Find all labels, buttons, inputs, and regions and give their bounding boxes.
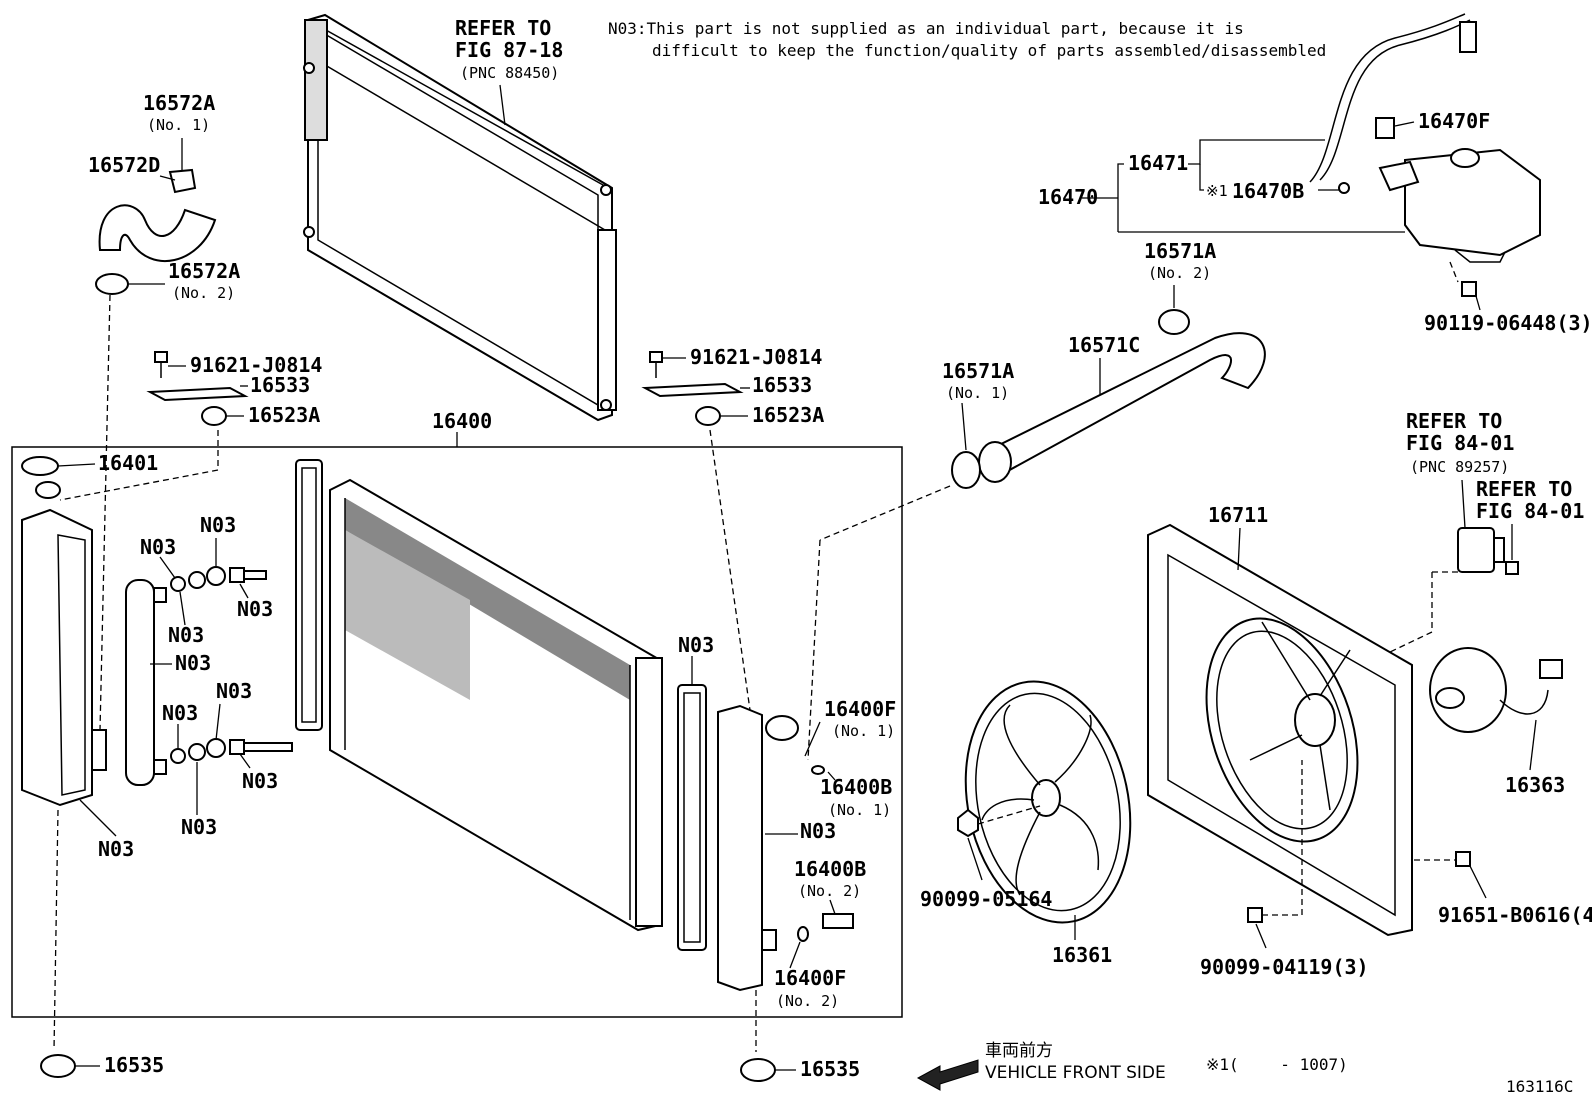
cushion-16535-right bbox=[740, 1058, 776, 1082]
label-n03-6: N03 bbox=[216, 679, 252, 703]
bracket-right bbox=[641, 351, 744, 426]
label-16523a-right: 16523A bbox=[752, 403, 824, 427]
ref-condenser-line3: (PNC 88450) bbox=[460, 64, 559, 82]
inner-pipe bbox=[125, 579, 155, 786]
footer-jp: 車両前方 bbox=[985, 1041, 1053, 1061]
label-91651-b0616: 91651-B0616(4) bbox=[1438, 903, 1592, 927]
hose-16572d bbox=[98, 204, 217, 263]
label-16470f: 16470F bbox=[1418, 109, 1490, 133]
gasket-left bbox=[295, 459, 323, 731]
footer-fig-id: 163116C bbox=[1506, 1077, 1573, 1096]
ref-fan-ctrl-bolt-line1: REFER TO bbox=[1476, 477, 1572, 501]
mark-1: ※1 bbox=[1206, 182, 1228, 200]
label-16711: 16711 bbox=[1208, 503, 1268, 527]
bolt-90119 bbox=[1461, 281, 1477, 297]
condenser-illustration bbox=[303, 13, 617, 422]
label-16572d: 16572D bbox=[88, 153, 160, 177]
label-90099-05164: 90099-05164 bbox=[920, 887, 1052, 911]
vehicle-front-arrow-icon bbox=[916, 1059, 979, 1091]
label-16470b: 16470B bbox=[1232, 179, 1304, 203]
label-16400: 16400 bbox=[432, 409, 492, 433]
label-16361: 16361 bbox=[1052, 943, 1112, 967]
label-16523a-left: 16523A bbox=[248, 403, 320, 427]
label-n03-8: N03 bbox=[242, 769, 278, 793]
label-no1-f: (No. 1) bbox=[832, 722, 895, 740]
label-n03-4: N03 bbox=[168, 623, 204, 647]
ref-fan-ctrl-line1: REFER TO bbox=[1406, 409, 1502, 433]
footer-serial-note: ※1( - 1007) bbox=[1206, 1055, 1348, 1074]
label-no1-a: (No. 1) bbox=[147, 116, 210, 134]
fan-motor-16363 bbox=[1429, 647, 1563, 733]
label-16572a-no2: 16572A bbox=[168, 259, 240, 283]
ref-condenser-line1: REFER TO bbox=[455, 16, 551, 40]
radiator-cap-16401 bbox=[21, 456, 59, 476]
label-16363: 16363 bbox=[1505, 773, 1565, 797]
label-no2-b: (No. 2) bbox=[798, 882, 861, 900]
label-no2-h: (No. 2) bbox=[1148, 264, 1211, 282]
cushion-16535-left bbox=[40, 1054, 76, 1078]
label-bolt-91621-left: 91621-J0814 bbox=[190, 353, 322, 377]
ref-fan-ctrl-line2: FIG 84-01 bbox=[1406, 431, 1514, 455]
radiator-core bbox=[329, 478, 663, 932]
reservoir-tank bbox=[1309, 13, 1541, 263]
footer-front-side: VEHICLE FRONT SIDE bbox=[985, 1063, 1166, 1083]
label-n03-12: N03 bbox=[800, 819, 836, 843]
label-16535-right: 16535 bbox=[800, 1057, 860, 1081]
clamp-16571a-no2 bbox=[1158, 309, 1190, 335]
label-16535-left: 16535 bbox=[104, 1053, 164, 1077]
n03-note-line1: N03:This part is not supplied as an indi… bbox=[608, 19, 1244, 38]
clamp-16572a-no1 bbox=[168, 168, 197, 194]
clamp-16572a-no2 bbox=[95, 273, 129, 295]
bracket-left bbox=[146, 351, 249, 426]
ref-fan-ctrl-bolt-line2: FIG 84-01 bbox=[1476, 499, 1584, 523]
hose-16571c bbox=[983, 332, 1266, 480]
fan-shroud-16711 bbox=[1147, 523, 1413, 937]
label-16401: 16401 bbox=[98, 451, 158, 475]
label-no1-h: (No. 1) bbox=[946, 384, 1009, 402]
right-tank bbox=[717, 704, 799, 992]
bolt-90099-04119 bbox=[1247, 907, 1263, 923]
label-no2-a: (No. 2) bbox=[172, 284, 235, 302]
label-90119-06448: 90119-06448(3) bbox=[1424, 311, 1592, 335]
label-n03-9: N03 bbox=[181, 815, 217, 839]
label-no1-b: (No. 1) bbox=[828, 801, 891, 819]
n03-note-line2: difficult to keep the function/quality o… bbox=[652, 41, 1326, 60]
label-16470: 16470 bbox=[1038, 185, 1098, 209]
label-16571c: 16571C bbox=[1068, 333, 1140, 357]
left-tank bbox=[21, 508, 107, 807]
label-n03-7: N03 bbox=[162, 701, 198, 725]
clamp-16571a-no1 bbox=[951, 451, 981, 489]
fan-16361 bbox=[964, 680, 1132, 924]
label-n03-3: N03 bbox=[237, 597, 273, 621]
label-16533-left: 16533 bbox=[250, 373, 310, 397]
label-16400f-no2: 16400F bbox=[774, 966, 846, 990]
ref-fan-ctrl-line3: (PNC 89257) bbox=[1410, 458, 1509, 476]
n03-fastener-set-upper bbox=[170, 566, 267, 592]
label-16571a-no2: 16571A bbox=[1144, 239, 1216, 263]
label-n03-5: N03 bbox=[175, 651, 211, 675]
label-n03-1: N03 bbox=[140, 535, 176, 559]
label-16572a-no1: 16572A bbox=[143, 91, 215, 115]
label-n03-11: N03 bbox=[678, 633, 714, 657]
fan-controller bbox=[1457, 527, 1495, 573]
n03-fastener-set-lower bbox=[170, 738, 293, 764]
label-16400b-no1: 16400B bbox=[820, 775, 892, 799]
bolt-91651-b0616 bbox=[1455, 851, 1471, 867]
label-n03-2: N03 bbox=[200, 513, 236, 537]
label-16400b-no2: 16400B bbox=[794, 857, 866, 881]
label-90099-04119: 90099-04119(3) bbox=[1200, 955, 1369, 979]
gasket-right bbox=[677, 684, 707, 951]
label-no2-f: (No. 2) bbox=[776, 992, 839, 1010]
label-16471: 16471 bbox=[1128, 151, 1188, 175]
label-16571a-no1: 16571A bbox=[942, 359, 1014, 383]
label-16400f-no1: 16400F bbox=[824, 697, 896, 721]
label-bolt-91621-right: 91621-J0814 bbox=[690, 345, 822, 369]
ref-condenser-line2: FIG 87-18 bbox=[455, 38, 563, 62]
label-n03-10: N03 bbox=[98, 837, 134, 861]
nut-90099-05164 bbox=[957, 808, 979, 838]
label-16533-right: 16533 bbox=[752, 373, 812, 397]
